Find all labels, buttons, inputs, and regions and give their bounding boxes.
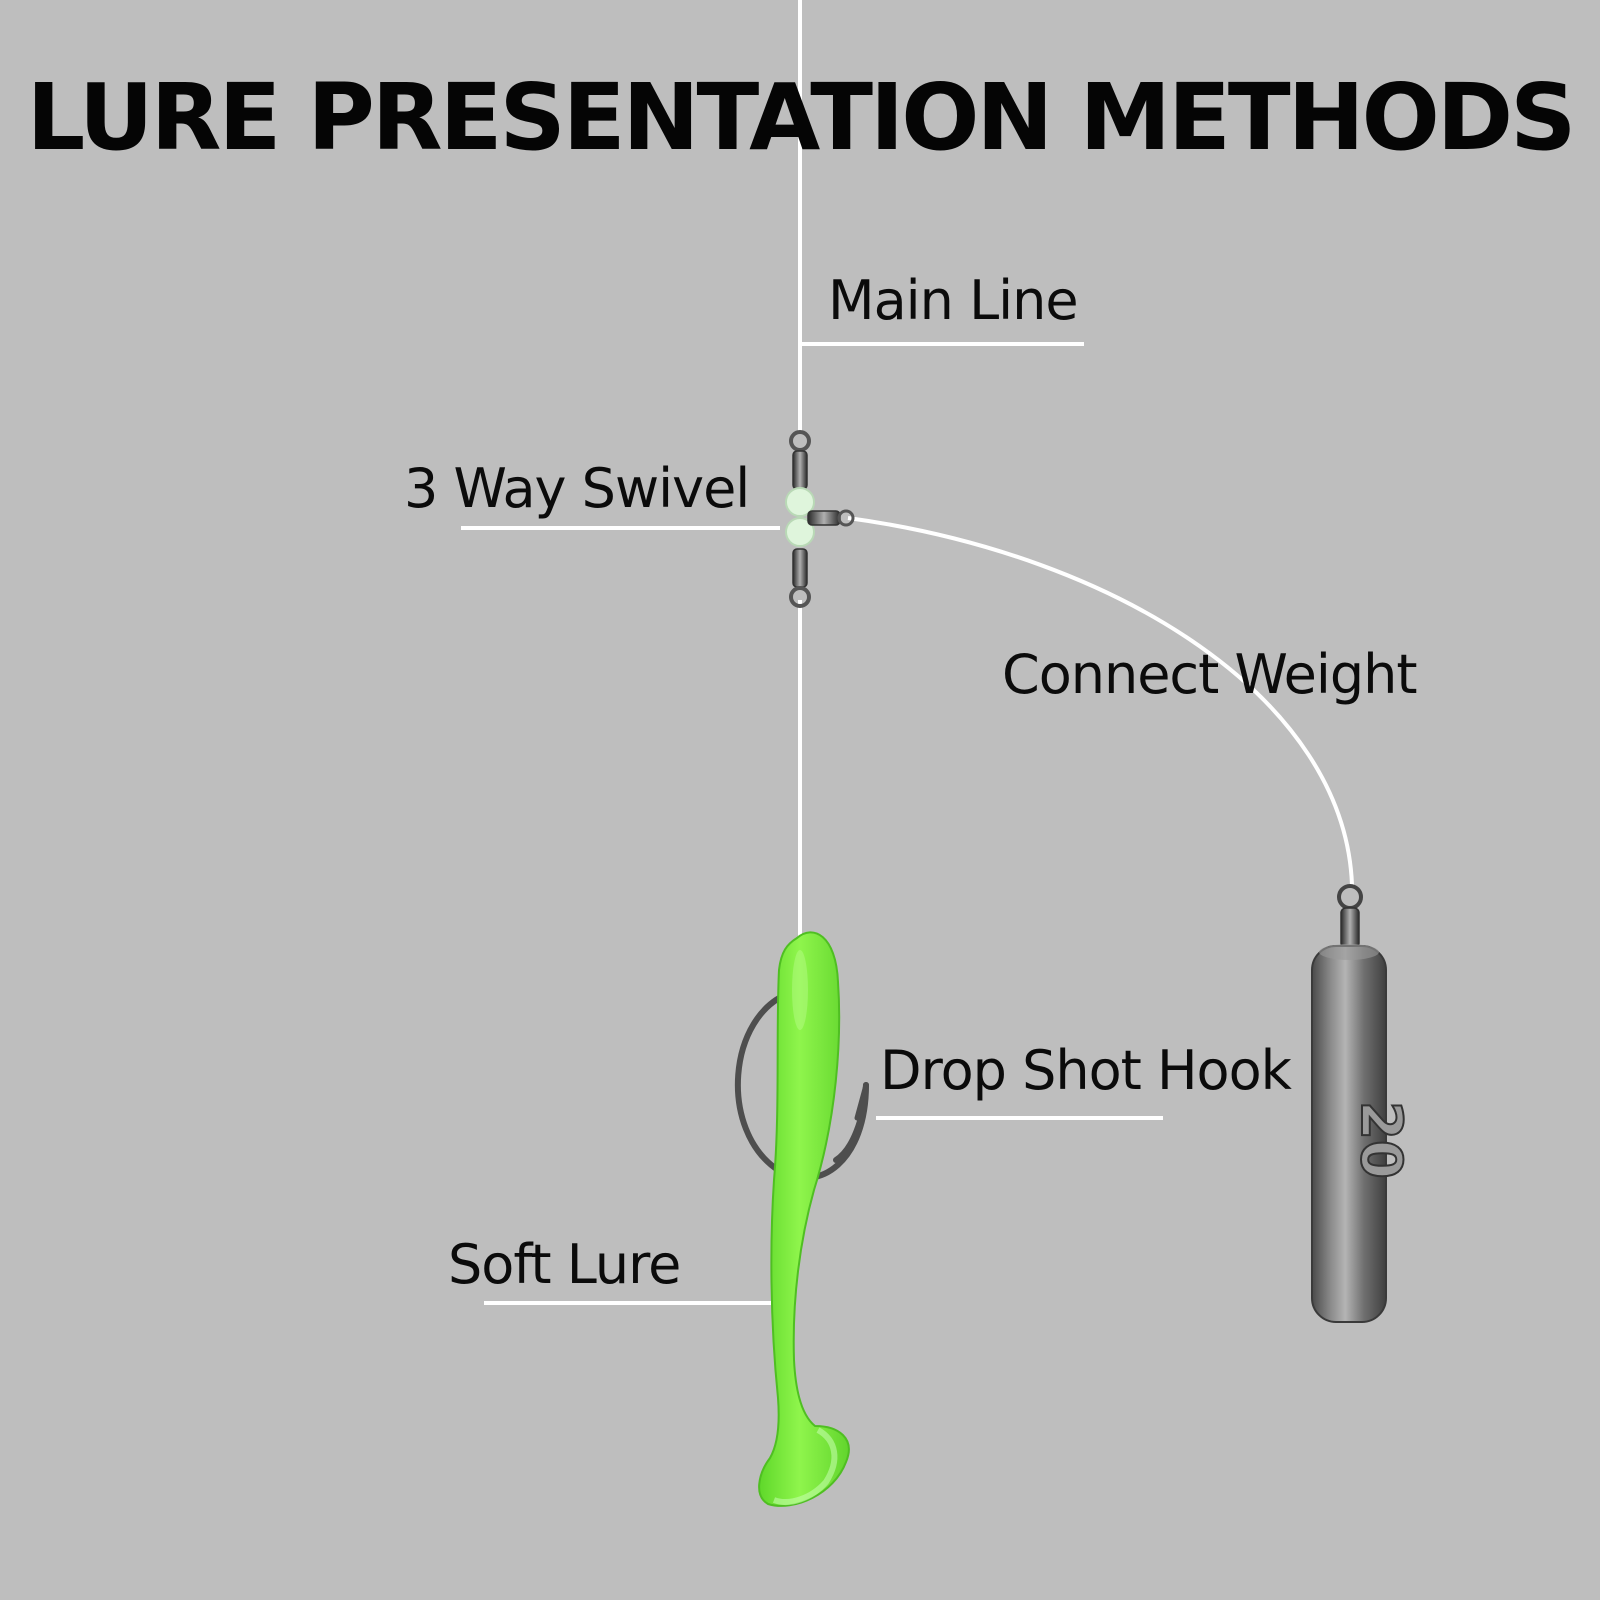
hook-shank [833, 1082, 869, 1163]
sinker-weight: 20 [1311, 884, 1414, 1323]
connect-weight-label: Connect Weight [1002, 643, 1418, 706]
swivel-label: 3 Way Swivel [404, 457, 750, 520]
three-way-swivel [785, 430, 855, 608]
weight-line [847, 516, 1354, 886]
soft-lure-underline [484, 1301, 771, 1305]
hook-label: Drop Shot Hook [880, 1039, 1292, 1102]
page-title: LURE PRESENTATION METHODS [26, 64, 1577, 171]
main-line-label: Main Line [828, 269, 1079, 332]
soft-lure [758, 931, 850, 1507]
hook-underline [876, 1116, 1163, 1120]
soft-lure-label: Soft Lure [448, 1233, 681, 1296]
sinker-marking: 20 [1348, 1101, 1413, 1179]
swivel-underline [461, 526, 780, 530]
main-line-underline [802, 342, 1084, 346]
